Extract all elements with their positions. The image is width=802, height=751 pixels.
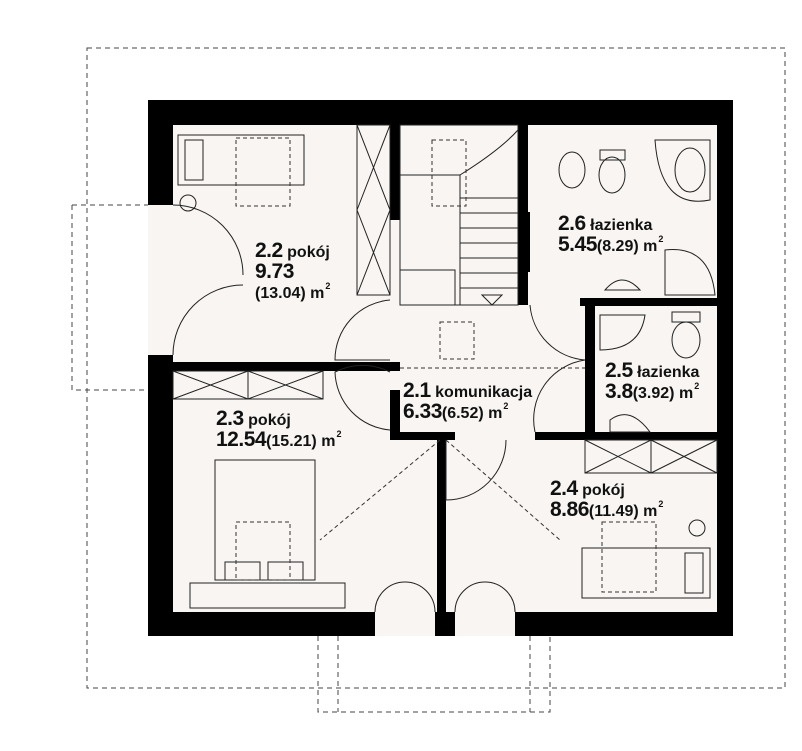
room-name: łazienka — [590, 217, 653, 234]
room-area: 3.8 — [605, 380, 633, 403]
room-2-4-label: 2.4 pokój 8.86(11.49) m2 — [550, 478, 663, 520]
room-name: pokój — [287, 244, 330, 261]
wardrobes — [172, 124, 718, 474]
room-2-3-label: 2.3 pokój 12.54(15.21) m2 — [216, 408, 341, 450]
room-area: 8.86 — [550, 498, 589, 521]
bottom-door-opening-right[interactable] — [455, 612, 515, 636]
unit-superscript: 2 — [658, 499, 664, 509]
room-name: komunikacja — [435, 384, 533, 401]
room-unit: m — [643, 503, 658, 520]
room-name: łazienka — [637, 364, 700, 381]
interior-walls — [173, 125, 717, 612]
unit-superscript: 2 — [325, 281, 331, 291]
room-unit: m — [643, 238, 658, 255]
unit-superscript: 2 — [694, 381, 700, 391]
room-gross-area: (15.21) — [266, 433, 317, 450]
room-gross-area: (11.49) — [588, 503, 639, 520]
room-2-2-label: 2.2 pokój 9.73 (13.04) m2 — [255, 240, 330, 302]
room-area: 9.73 — [255, 260, 294, 283]
room-unit: m — [321, 433, 336, 450]
doors[interactable] — [172, 204, 586, 613]
room-gross-area: (13.04) — [255, 285, 306, 302]
stairs — [399, 124, 519, 306]
room-name: pokój — [248, 412, 291, 429]
room-unit: m — [678, 385, 694, 402]
room-gross-area: (3.92) — [632, 385, 675, 402]
room-area: 12.54 — [216, 428, 267, 451]
unit-superscript: 2 — [503, 401, 509, 411]
room-area: 6.33 — [403, 400, 442, 423]
room-number: 2.5 — [605, 359, 633, 382]
roof-outline — [71, 47, 786, 713]
unit-superscript: 2 — [336, 429, 342, 439]
room-number: 2.2 — [255, 239, 283, 262]
room-2-6-label: 2.6 łazienka 5.45(8.29) m2 — [558, 213, 663, 255]
balcony-door-opening[interactable] — [148, 205, 173, 355]
room-2-5-label: 2.5 łazienka 3.8(3.92) m2 — [605, 360, 699, 402]
room-number: 2.1 — [403, 379, 431, 402]
room-gross-area: (8.29) — [596, 238, 639, 255]
bottom-door-opening-left[interactable] — [375, 612, 435, 636]
room-number: 2.4 — [550, 477, 578, 500]
room-area: 5.45 — [558, 233, 597, 256]
room-gross-area: (6.52) — [441, 405, 484, 422]
room-2-1-label: 2.1 komunikacja 6.33(6.52) m2 — [403, 380, 532, 422]
hidden-lines — [235, 137, 657, 593]
room-number: 2.6 — [558, 212, 586, 235]
unit-superscript: 2 — [658, 234, 664, 244]
room-number: 2.3 — [216, 407, 244, 430]
room-name: pokój — [582, 482, 625, 499]
room-unit: m — [488, 405, 503, 422]
room-unit: m — [310, 285, 325, 302]
